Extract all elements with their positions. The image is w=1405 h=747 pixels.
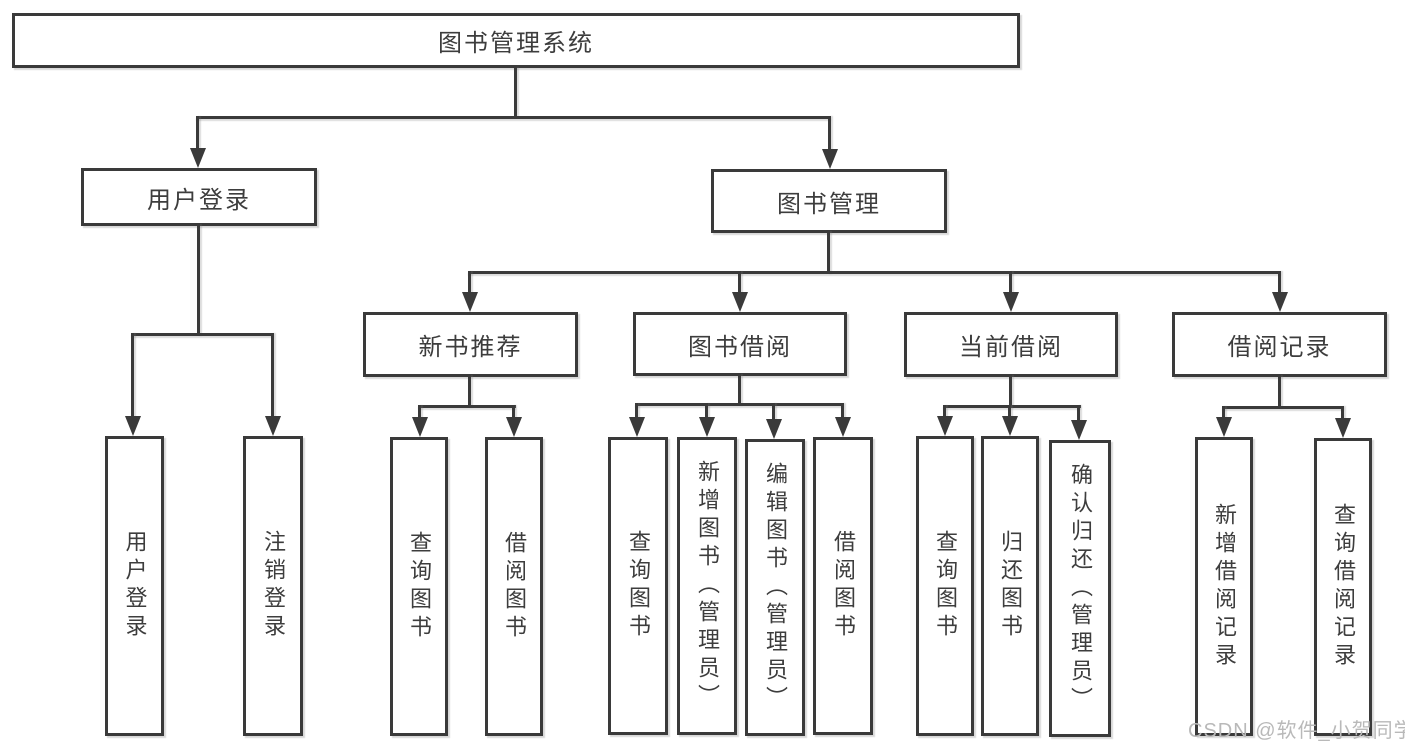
connector-line (468, 271, 471, 295)
node-cb-confirm-return-label: 确认归还（管理员） (1068, 462, 1093, 715)
connector-line (635, 403, 638, 419)
connector-line (943, 405, 1081, 408)
node-book-borrowing-label: 图书借阅 (688, 333, 792, 361)
node-cb-return-books: 归还图书 (981, 436, 1039, 736)
connector-line (468, 375, 471, 408)
node-user-login: 用户登录 (81, 168, 317, 226)
node-logout-leaf: 注销登录 (243, 436, 303, 736)
connector-line (418, 405, 516, 408)
arrowhead-down-icon (1071, 420, 1087, 440)
node-bb-edit-books-label: 编辑图书（管理员） (763, 461, 788, 714)
arrowhead-down-icon (1003, 292, 1019, 312)
connector-line (1341, 406, 1344, 420)
connector-line (271, 333, 274, 418)
arrowhead-down-icon (732, 292, 748, 312)
connector-line (841, 403, 844, 419)
node-nb-query-books: 查询图书 (390, 437, 448, 736)
node-bb-edit-books: 编辑图书（管理员） (745, 439, 805, 736)
arrowhead-down-icon (699, 417, 715, 437)
node-root: 图书管理系统 (12, 13, 1020, 68)
arrowhead-down-icon (629, 417, 645, 437)
connector-line (468, 271, 1281, 274)
connector-line (1008, 405, 1011, 418)
connector-line (828, 116, 831, 151)
connector-line (1077, 405, 1080, 422)
arrowhead-down-icon (766, 419, 782, 439)
node-user-login-leaf: 用户登录 (105, 436, 164, 736)
arrowhead-down-icon (506, 417, 522, 437)
connector-line (131, 333, 134, 418)
node-book-management: 图书管理 (711, 169, 947, 233)
connector-line (196, 116, 199, 150)
arrowhead-down-icon (835, 417, 851, 437)
node-nb-borrow-books: 借阅图书 (485, 437, 543, 736)
connector-line (1278, 271, 1281, 295)
connector-line (196, 116, 831, 119)
connector-line (1222, 406, 1225, 419)
arrowhead-down-icon (1335, 418, 1351, 438)
node-cb-confirm-return: 确认归还（管理员） (1049, 440, 1111, 737)
node-current-borrowing: 当前借阅 (904, 312, 1118, 377)
connector-line (514, 67, 517, 118)
connector-line (197, 224, 200, 336)
node-nb-query-books-label: 查询图书 (407, 530, 432, 643)
connector-line (131, 333, 274, 336)
node-br-add-record-label: 新增借阅记录 (1212, 502, 1237, 671)
connector-line (1009, 375, 1012, 408)
node-br-query-record: 查询借阅记录 (1314, 438, 1372, 736)
connector-line (943, 405, 946, 418)
connector-line (1009, 271, 1012, 295)
node-bb-query-books-label: 查询图书 (626, 530, 651, 642)
node-borrowing-records-label: 借阅记录 (1227, 334, 1332, 361)
node-cb-query-books: 查询图书 (916, 436, 974, 736)
connector-line (827, 231, 830, 274)
connector-line (1222, 406, 1344, 409)
connector-line (512, 405, 515, 419)
node-book-management-label: 图书管理 (777, 190, 881, 218)
node-user-login-label: 用户登录 (147, 186, 251, 214)
node-new-book-recommend: 新书推荐 (363, 312, 578, 377)
arrowhead-down-icon (1002, 416, 1018, 436)
connector-line (635, 403, 844, 406)
arrowhead-down-icon (265, 416, 281, 436)
node-logout-leaf-label: 注销登录 (261, 530, 286, 642)
node-cb-query-books-label: 查询图书 (933, 530, 958, 642)
arrowhead-down-icon (937, 416, 953, 436)
node-cb-return-books-label: 归还图书 (998, 530, 1023, 642)
arrowhead-down-icon (822, 149, 838, 169)
connector-line (1278, 375, 1281, 409)
node-user-login-leaf-label: 用户登录 (122, 530, 148, 642)
node-br-query-record-label: 查询借阅记录 (1331, 503, 1356, 671)
connector-line (705, 403, 708, 419)
node-br-add-record: 新增借阅记录 (1195, 437, 1253, 736)
csdn-watermark: CSDN @软件_小贺同学 (1188, 720, 1405, 742)
arrowhead-down-icon (1216, 417, 1232, 437)
node-bb-query-books: 查询图书 (608, 437, 668, 735)
arrowhead-down-icon (412, 417, 428, 437)
arrowhead-down-icon (1272, 292, 1288, 312)
node-nb-borrow-books-label: 借阅图书 (502, 530, 527, 643)
node-bb-borrow-books: 借阅图书 (813, 437, 873, 735)
node-current-borrowing-label: 当前借阅 (959, 334, 1063, 361)
node-bb-add-books-label: 新增图书（管理员） (695, 460, 720, 712)
arrowhead-down-icon (462, 292, 478, 312)
arrowhead-down-icon (190, 148, 206, 168)
connector-line (738, 271, 741, 295)
node-book-borrowing: 图书借阅 (633, 312, 847, 376)
connector-line (418, 405, 421, 419)
node-root-label: 图书管理系统 (438, 30, 594, 57)
node-borrowing-records: 借阅记录 (1172, 312, 1387, 377)
node-bb-add-books: 新增图书（管理员） (677, 437, 737, 735)
arrowhead-down-icon (125, 416, 141, 436)
connector-line (772, 403, 775, 420)
connector-line (738, 374, 741, 406)
node-new-book-recommend-label: 新书推荐 (418, 334, 523, 361)
node-bb-borrow-books-label: 借阅图书 (831, 530, 856, 642)
